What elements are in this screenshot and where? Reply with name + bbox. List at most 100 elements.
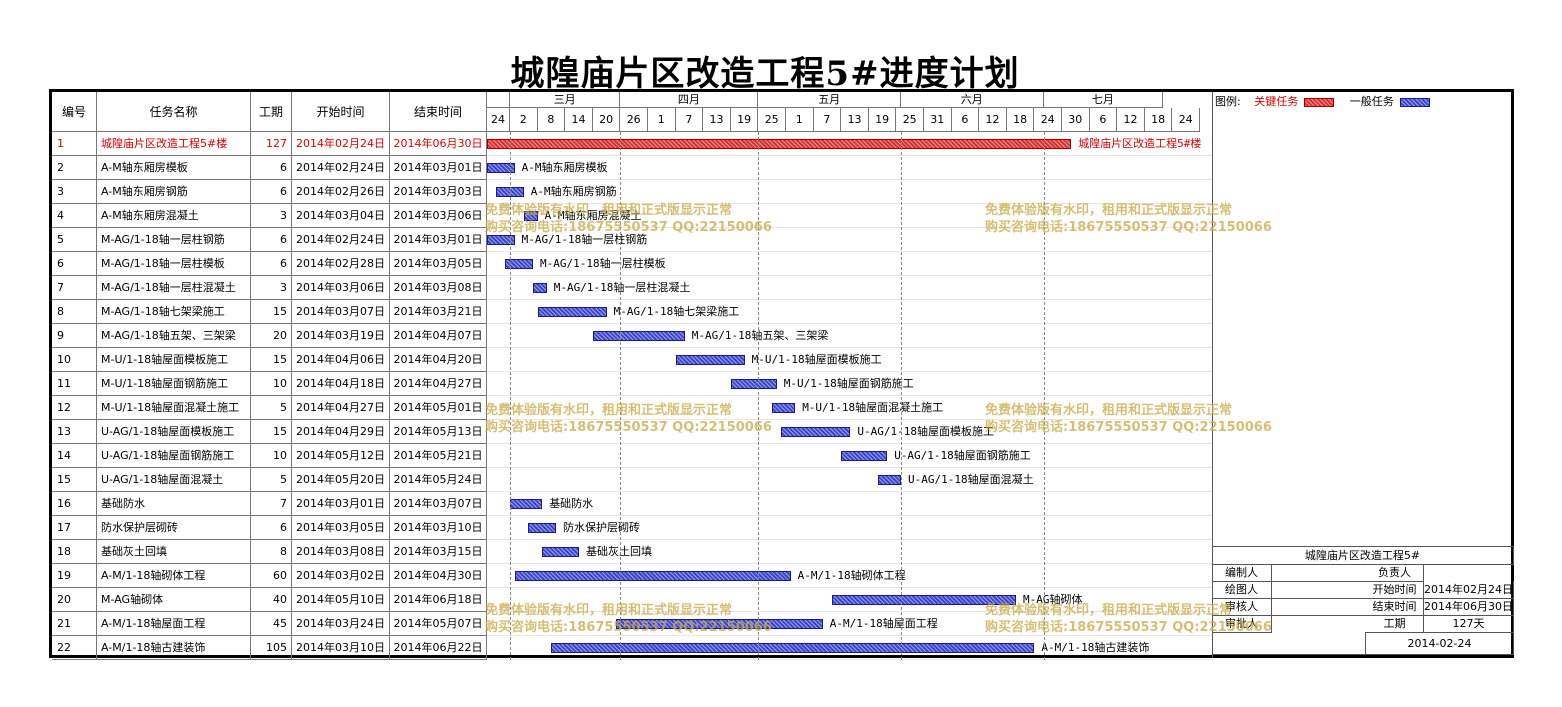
info-project-name: 城隍庙片区改造工程5# bbox=[1212, 547, 1514, 565]
gantt-bar[interactable] bbox=[832, 595, 1016, 605]
gantt-bar[interactable] bbox=[487, 163, 515, 173]
task-end: 2014年05月07日 bbox=[390, 612, 487, 636]
gantt-bar-label: A-M/1-18轴古建装饰 bbox=[1041, 641, 1150, 654]
month-header: 三月 bbox=[510, 92, 621, 108]
task-name[interactable]: U-AG/1-18轴屋面钢筋施工 bbox=[97, 444, 251, 468]
task-end: 2014年04月30日 bbox=[390, 564, 487, 588]
gantt-bar[interactable] bbox=[841, 451, 888, 461]
task-start: 2014年03月04日 bbox=[292, 204, 390, 228]
month-divider-line bbox=[620, 132, 622, 660]
day-header: 25 bbox=[896, 108, 924, 132]
info-reviewer-value bbox=[1272, 598, 1366, 599]
task-duration: 40 bbox=[251, 588, 292, 612]
task-name[interactable]: U-AG/1-18轴屋面模板施工 bbox=[97, 420, 251, 444]
gantt-bar[interactable] bbox=[510, 499, 543, 509]
legend-critical-swatch bbox=[1304, 97, 1335, 107]
task-id: 19 bbox=[52, 564, 97, 588]
chart-row-line bbox=[487, 491, 1212, 492]
task-start: 2014年03月06日 bbox=[292, 276, 390, 300]
task-start: 2014年02月24日 bbox=[292, 228, 390, 252]
task-id: 7 bbox=[52, 276, 97, 300]
info-blank bbox=[1212, 632, 1366, 655]
task-end: 2014年03月07日 bbox=[390, 492, 487, 516]
task-name[interactable]: A-M轴东厢房混凝土 bbox=[97, 204, 251, 228]
info-end-value: 2014年06月30日 bbox=[1424, 598, 1514, 616]
task-id: 14 bbox=[52, 444, 97, 468]
info-duration-value: 127天 bbox=[1424, 615, 1514, 633]
gantt-bar[interactable] bbox=[772, 403, 796, 413]
task-name[interactable]: A-M/1-18轴古建装饰 bbox=[97, 636, 251, 660]
task-name[interactable]: M-AG/1-18轴七架梁施工 bbox=[97, 300, 251, 324]
task-start: 2014年03月01日 bbox=[292, 492, 390, 516]
gantt-bar[interactable] bbox=[514, 571, 791, 581]
task-name[interactable]: 基础防水 bbox=[97, 492, 251, 516]
day-header: 24 bbox=[1034, 108, 1062, 132]
task-id: 1 bbox=[52, 132, 97, 156]
task-name[interactable]: M-AG轴砌体 bbox=[97, 588, 251, 612]
task-duration: 5 bbox=[251, 468, 292, 492]
task-name[interactable]: M-U/1-18轴屋面混凝土施工 bbox=[97, 396, 251, 420]
month-divider-line bbox=[510, 132, 511, 660]
gantt-bar[interactable] bbox=[523, 211, 538, 221]
task-name[interactable]: 基础灰土回填 bbox=[97, 540, 251, 564]
task-end: 2014年05月13日 bbox=[390, 420, 487, 444]
gantt-bar-label: 城隍庙片区改造工程5#楼 bbox=[1078, 137, 1202, 150]
gantt-bar[interactable] bbox=[505, 259, 533, 269]
task-name[interactable]: A-M/1-18轴屋面工程 bbox=[97, 612, 251, 636]
task-name[interactable]: M-AG/1-18轴五架、三架梁 bbox=[97, 324, 251, 348]
month-header: 四月 bbox=[620, 92, 759, 108]
task-id: 4 bbox=[52, 204, 97, 228]
day-header: 12 bbox=[979, 108, 1007, 132]
task-duration: 20 bbox=[251, 324, 292, 348]
task-end: 2014年04月07日 bbox=[390, 324, 487, 348]
task-name[interactable]: A-M轴东厢房模板 bbox=[97, 156, 251, 180]
task-name[interactable]: A-M轴东厢房钢筋 bbox=[97, 180, 251, 204]
gantt-bar[interactable] bbox=[533, 283, 547, 293]
task-id: 8 bbox=[52, 300, 97, 324]
gantt-bar-critical[interactable] bbox=[487, 139, 1072, 149]
day-header: 6 bbox=[1089, 108, 1118, 132]
task-name[interactable]: M-U/1-18轴屋面钢筋施工 bbox=[97, 372, 251, 396]
gantt-bar[interactable] bbox=[551, 643, 1035, 653]
task-start: 2014年03月10日 bbox=[292, 636, 390, 660]
gantt-bar-label: A-M/1-18轴屋面工程 bbox=[829, 617, 938, 630]
gantt-bar[interactable] bbox=[592, 331, 685, 341]
task-name[interactable]: M-AG/1-18轴一层柱混凝土 bbox=[97, 276, 251, 300]
header-start: 开始时间 bbox=[292, 92, 390, 132]
gantt-bar[interactable] bbox=[528, 523, 556, 533]
gantt-bar[interactable] bbox=[781, 427, 851, 437]
task-name[interactable]: A-M/1-18轴砌体工程 bbox=[97, 564, 251, 588]
task-duration: 105 bbox=[251, 636, 292, 660]
chart-row-line bbox=[487, 635, 1212, 636]
gantt-bar-label: U-AG/1-18轴屋面混凝土 bbox=[908, 473, 1034, 486]
task-name[interactable]: M-U/1-18轴屋面模板施工 bbox=[97, 348, 251, 372]
day-header: 2 bbox=[510, 108, 538, 132]
task-id: 10 bbox=[52, 348, 97, 372]
task-name[interactable]: M-AG/1-18轴一层柱钢筋 bbox=[97, 228, 251, 252]
gantt-bar[interactable] bbox=[675, 355, 745, 365]
gantt-bar[interactable] bbox=[487, 235, 515, 245]
page-title: 城隍庙片区改造工程5#进度计划 bbox=[510, 54, 1020, 94]
gantt-bar[interactable] bbox=[730, 379, 777, 389]
day-header: 30 bbox=[1062, 108, 1090, 132]
gantt-bar[interactable] bbox=[496, 187, 524, 197]
info-approver-value bbox=[1272, 615, 1366, 616]
legend-label: 图例: bbox=[1215, 95, 1241, 108]
legend-normal-label: 一般任务 bbox=[1349, 95, 1394, 108]
gantt-bar[interactable] bbox=[542, 547, 579, 557]
info-owner-value bbox=[1424, 564, 1514, 565]
chart-row-line bbox=[487, 467, 1212, 468]
day-header: 20 bbox=[592, 108, 621, 132]
gantt-bar[interactable] bbox=[878, 475, 901, 485]
task-id: 20 bbox=[52, 588, 97, 612]
gantt-bar[interactable] bbox=[615, 619, 823, 629]
task-name[interactable]: U-AG/1-18轴屋面混凝土 bbox=[97, 468, 251, 492]
day-header: 18 bbox=[1144, 108, 1173, 132]
gantt-bar[interactable] bbox=[537, 307, 607, 317]
task-name[interactable]: 城隍庙片区改造工程5#楼 bbox=[97, 132, 251, 156]
gantt-bar-label: 基础灰土回填 bbox=[586, 545, 652, 558]
day-header: 13 bbox=[703, 108, 731, 132]
task-name[interactable]: 防水保护层砌砖 bbox=[97, 516, 251, 540]
task-name[interactable]: M-AG/1-18轴一层柱模板 bbox=[97, 252, 251, 276]
